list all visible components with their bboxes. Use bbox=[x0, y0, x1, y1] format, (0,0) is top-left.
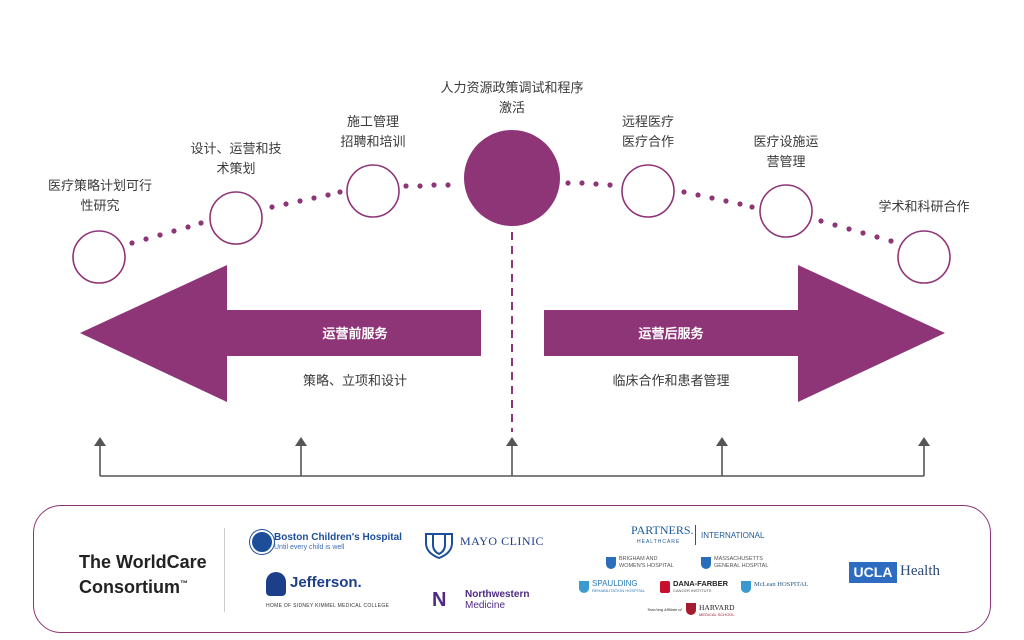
brigham-shield-icon bbox=[606, 557, 616, 569]
ucla-logo-box: UCLA bbox=[849, 562, 897, 583]
milestone-circle bbox=[759, 184, 813, 238]
consortium-title: The WorldCare Consortium™ bbox=[79, 551, 207, 598]
mayo-clinic-shield-icon bbox=[425, 533, 453, 559]
bottom-connector bbox=[99, 444, 925, 477]
mayo-clinic-name: MAYO CLINIC bbox=[460, 534, 545, 548]
pre-operation-subtitle: 策略、立项和设计 bbox=[302, 374, 407, 389]
milestone-label-feasibility: 医疗策略计划可行 性研究 bbox=[47, 179, 152, 214]
up-arrow-heads bbox=[94, 437, 930, 446]
jefferson-logo-icon bbox=[266, 572, 286, 596]
consortium-title-line1: The WorldCare bbox=[79, 552, 207, 572]
mclean-name: McLean HOSPITAL bbox=[754, 581, 809, 588]
boston-logo-icon bbox=[250, 530, 274, 554]
milestone-label-construction: 施工管理 招聘和培训 bbox=[340, 115, 406, 150]
harvard-prefix: Teaching Affiliate of bbox=[647, 607, 682, 612]
mgh-shield-icon bbox=[701, 557, 711, 569]
dotted-arc bbox=[129, 180, 894, 246]
brigham-name: BRIGHAM AND WOMEN'S HOSPITAL bbox=[619, 556, 674, 569]
jefferson-tagline: HOME OF SIDNEY KIMMEL MEDICAL COLLEGE bbox=[266, 603, 390, 609]
northwestern-line1: Northwestern bbox=[465, 589, 530, 600]
boston-name: Boston Children's Hospital bbox=[274, 532, 402, 543]
center-milestone-label: 人力资源政策调试和程序 激活 bbox=[440, 81, 584, 116]
ucla-health-name: Health bbox=[900, 563, 940, 579]
spaulding-shield-icon bbox=[579, 581, 589, 593]
trademark: ™ bbox=[180, 579, 188, 588]
boston-tagline: Until every child is well bbox=[274, 544, 345, 551]
northwestern-name: Northwestern Medicine bbox=[465, 589, 529, 611]
jefferson-name: Jefferson. bbox=[290, 574, 362, 591]
harvard-sub: MEDICAL SCHOOL bbox=[699, 612, 735, 617]
partners-name: PARTNERS. bbox=[631, 523, 694, 537]
mclean-shield-icon bbox=[741, 581, 751, 593]
consortium-title-line2: Consortium bbox=[79, 577, 180, 597]
milestone-circle bbox=[209, 191, 263, 245]
mgh-name: MASSACHUSETTS GENERAL HOSPITAL bbox=[714, 556, 769, 569]
post-operation-subtitle: 临床合作和患者管理 bbox=[612, 374, 730, 389]
pre-operation-title: 运营前服务 bbox=[322, 327, 388, 342]
milestone-circle bbox=[72, 230, 126, 284]
post-operation-arrow bbox=[544, 265, 945, 402]
partners-international: INTERNATIONAL bbox=[701, 531, 765, 540]
milestone-circle bbox=[897, 230, 951, 284]
harvard-name: HARVARD bbox=[699, 603, 735, 612]
divider bbox=[224, 528, 225, 612]
milestone-label-academic: 学术和科研合作 bbox=[878, 200, 970, 215]
center-milestone-circle bbox=[464, 130, 560, 226]
northwestern-logo-icon: N bbox=[432, 589, 447, 611]
dana-farber-sub: CANCER INSTITUTE bbox=[673, 588, 712, 593]
spaulding-sub: REHABILITATION HOSPITAL bbox=[592, 588, 645, 593]
consortium-panel: The WorldCare Consortium™ Boston Childre… bbox=[33, 505, 991, 633]
partners-sub: HEALTHCARE bbox=[637, 539, 681, 545]
harvard-shield-icon bbox=[686, 603, 696, 615]
partners-divider bbox=[695, 525, 696, 545]
milestone-label-telemedicine: 远程医疗 医疗合作 bbox=[621, 115, 674, 150]
milestone-circle bbox=[346, 164, 400, 218]
dana-farber-name: DANA-FARBER bbox=[673, 579, 728, 588]
post-operation-title: 运营后服务 bbox=[638, 327, 704, 342]
milestone-label-design: 设计、运营和技 术策划 bbox=[190, 142, 282, 177]
dana-farber-icon bbox=[660, 581, 670, 593]
northwestern-line2: Medicine bbox=[465, 600, 506, 611]
milestone-circle bbox=[621, 164, 675, 218]
spaulding-name: SPAULDING bbox=[592, 579, 638, 588]
pre-operation-arrow bbox=[80, 265, 481, 402]
milestone-label-facility-management: 医疗设施运 营管理 bbox=[753, 135, 819, 170]
